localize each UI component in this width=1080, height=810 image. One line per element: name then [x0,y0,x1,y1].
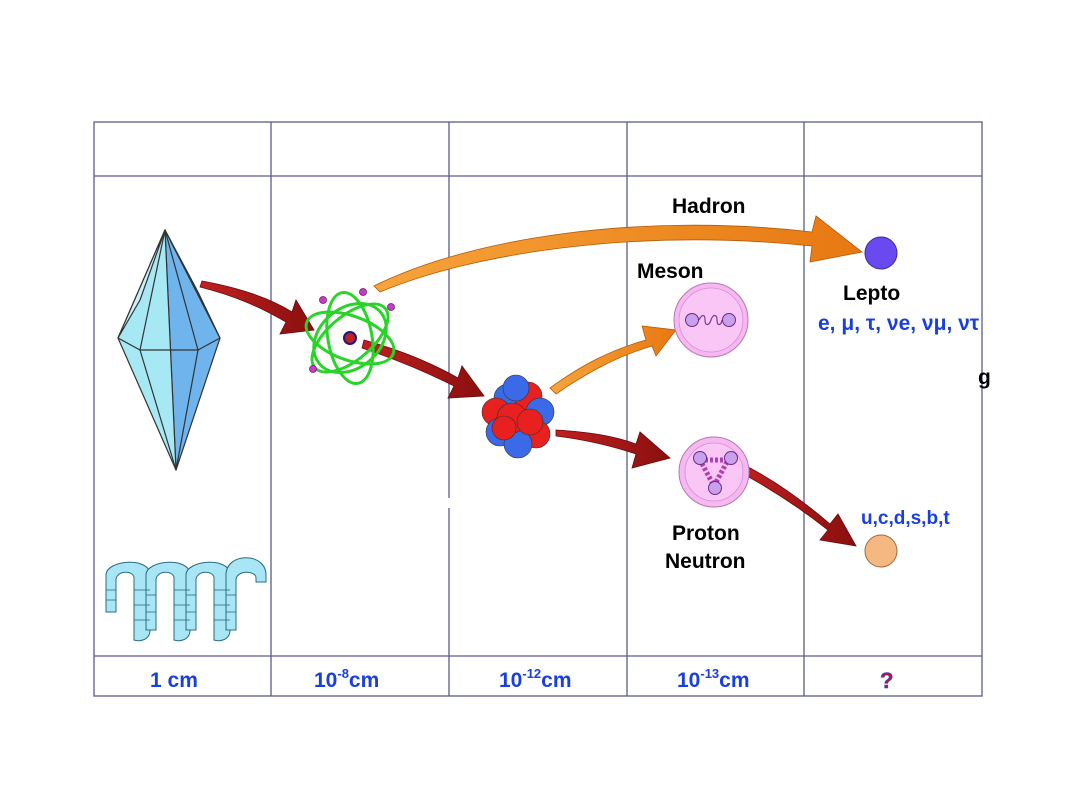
arrow-nucleon-to-quark [735,461,857,547]
scale-1: 1 cm [150,669,198,692]
scale-2: 10-8cm [314,666,379,692]
quark-ball-icon [864,534,898,568]
label-neutron: Neutron [665,550,746,573]
arrow-nucleus-to-nucleon [555,429,671,469]
arrow-crystal-to-atom [199,280,315,335]
nucleus-icon [481,374,555,459]
scale-4: 10-13cm [677,666,750,692]
nucleon-icon [678,436,750,508]
lepton-ball-icon [864,236,898,270]
label-hadron: Hadron [672,195,746,218]
label-quarks: u,c,d,s,b,t [861,508,950,529]
meson-icon [673,282,749,358]
label-meson: Meson [637,260,704,283]
scale-5: ? [880,668,893,693]
label-lepto: Lepto [843,282,900,305]
label-proton: Proton [672,522,740,545]
arrow-nucleus-to-meson [549,325,677,395]
arrow-atom-to-lepton [373,215,863,293]
atom-icon [304,288,396,385]
table-grid [93,121,983,697]
coil-icon [105,557,267,642]
scale-3: 10-12cm [499,666,572,692]
label-lepton-list: e, μ, τ, νe, νμ, ντ [818,312,980,335]
label-edge-char: g [978,366,991,389]
crystal-icon [117,229,221,471]
